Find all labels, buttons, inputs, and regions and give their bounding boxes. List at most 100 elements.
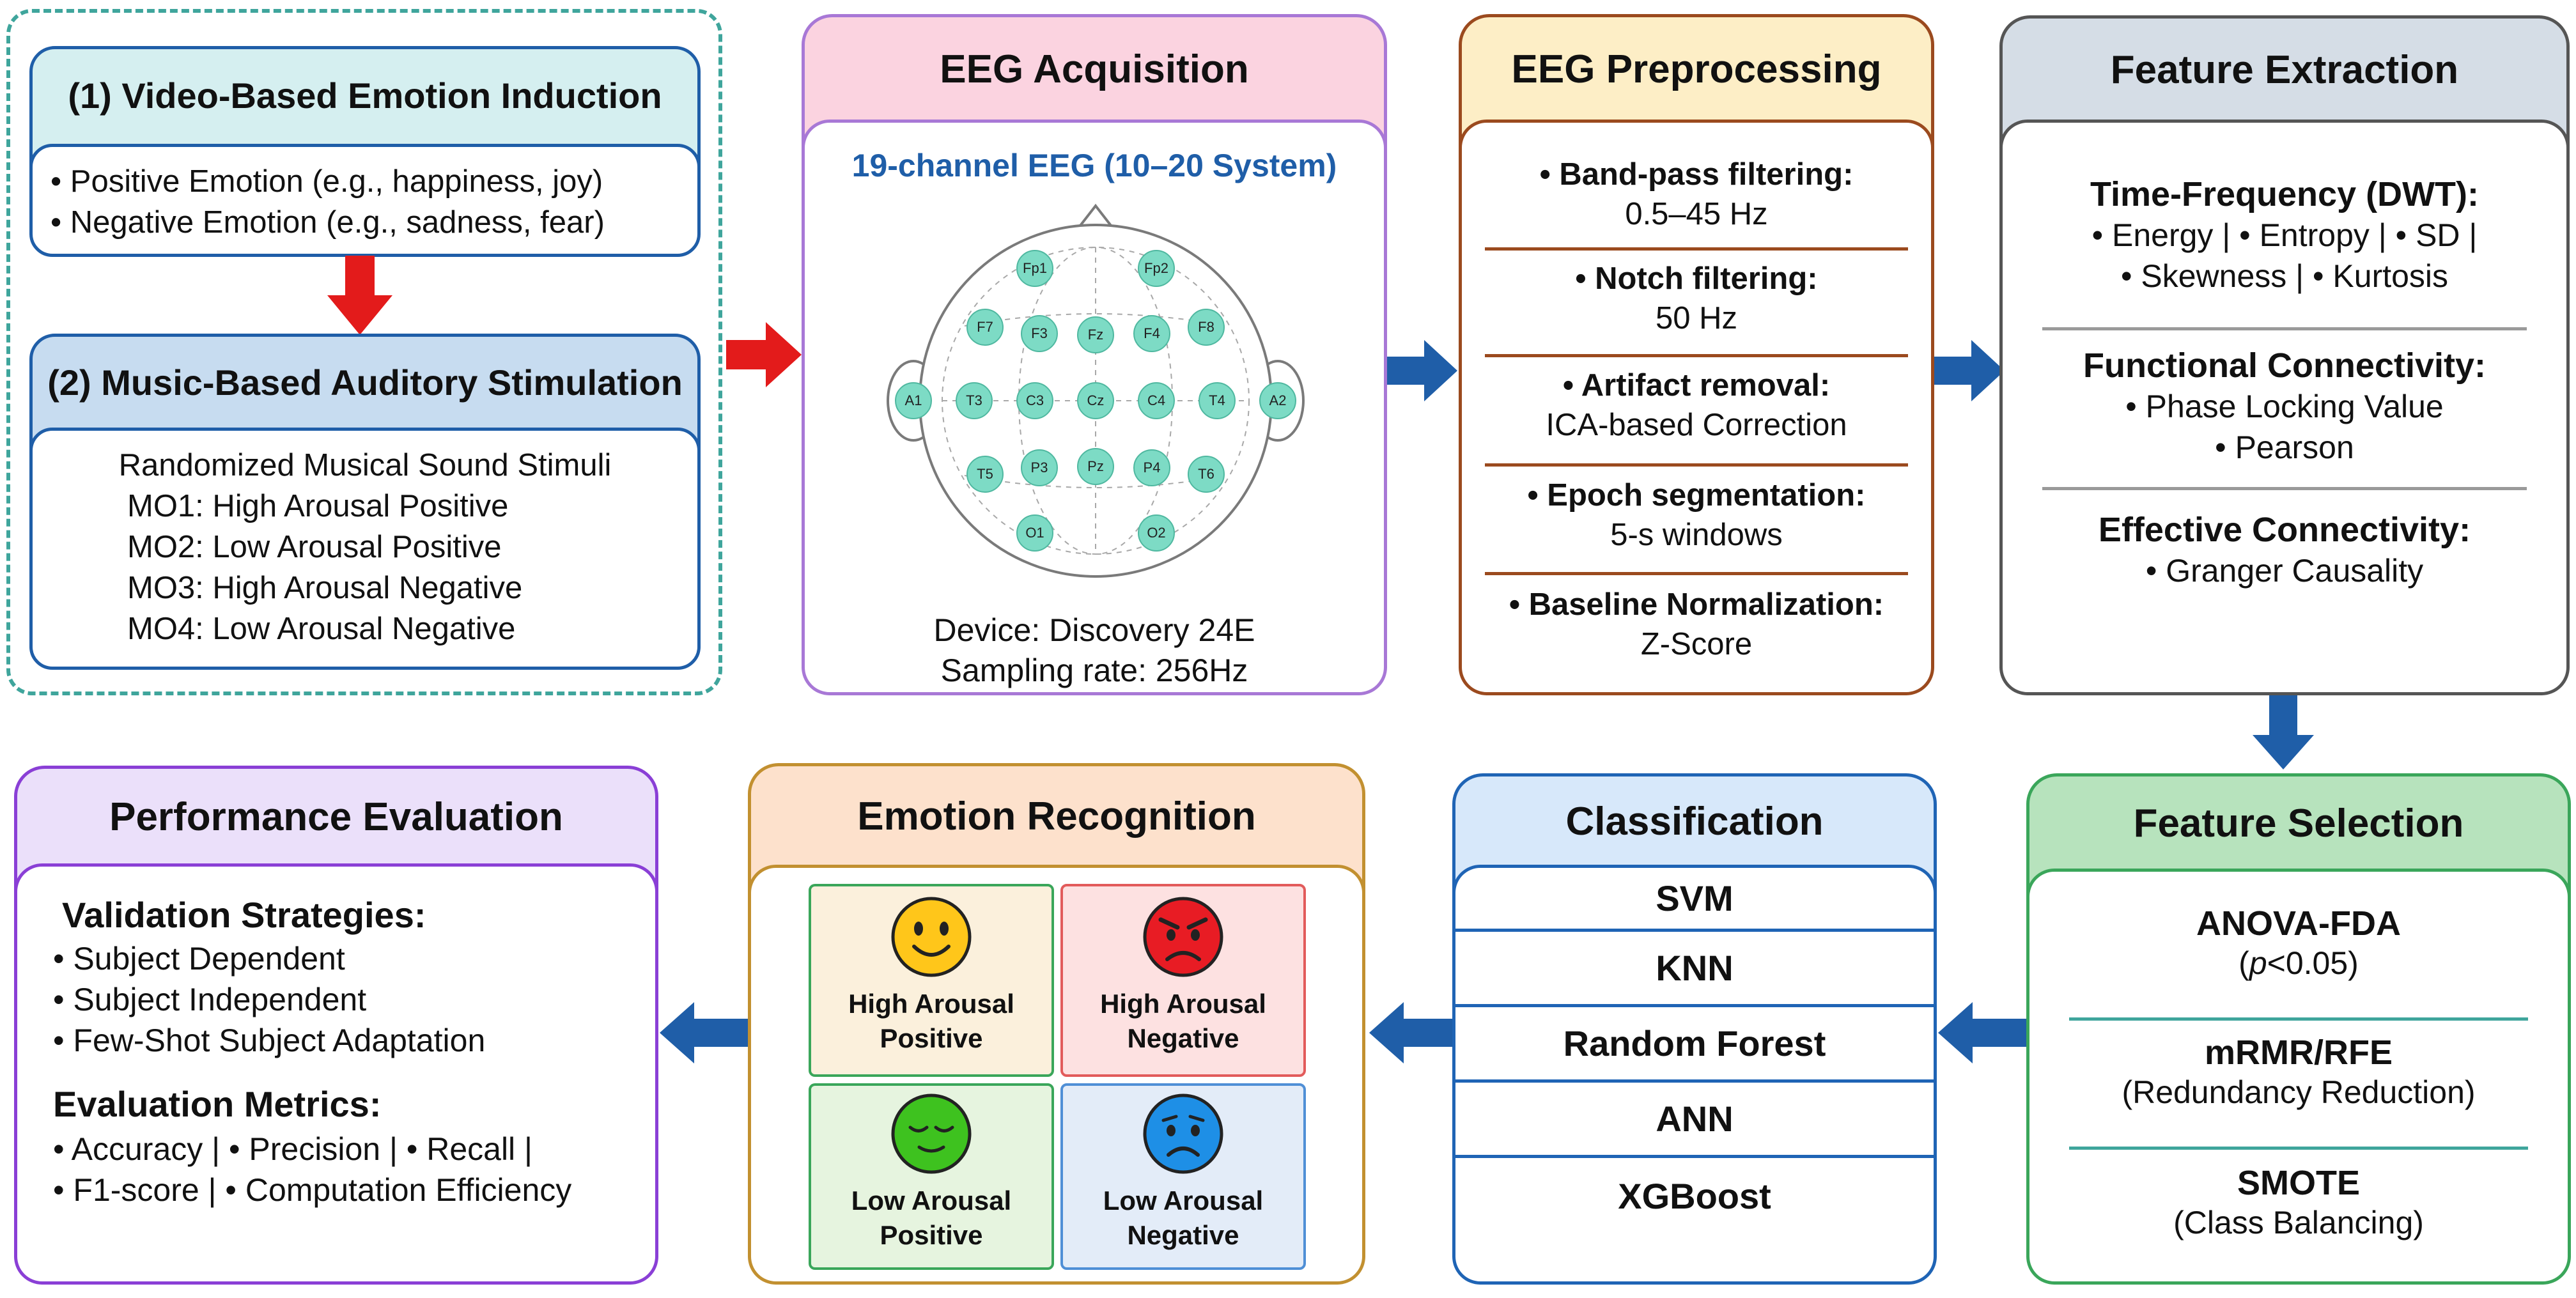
preprocessing-title: EEG Preprocessing [1511,47,1882,91]
emotion-label: Low Arousal [1103,1186,1264,1216]
electrode-t5: T5 [966,456,1004,493]
selection-divider [2069,1017,2528,1021]
prep-step-head: • Artifact removal: [1562,368,1831,403]
electrode-a1: A1 [895,382,932,419]
electrode-t6: T6 [1188,456,1225,493]
electrode-f4: F4 [1133,315,1170,352]
music-item: MO4: Low Arousal Negative [127,612,516,646]
classification-box: Classification SVM KNN Random Forest ANN… [1452,773,1937,1285]
right-arrow-icon [726,322,802,387]
induction-body: • Positive Emotion (e.g., happiness, joy… [29,144,701,257]
validation-item: • Subject Independent [53,982,367,1017]
prep-step-detail: 0.5–45 Hz [1625,197,1768,231]
emotion-high-arousal-negative: High Arousal Negative [1060,884,1306,1077]
recognition-title: Emotion Recognition [857,794,1256,838]
recognition-box: Emotion Recognition High Arousal Positiv… [748,763,1365,1285]
emotion-label: Low Arousal [851,1186,1012,1216]
prep-step-detail: 50 Hz [1655,301,1737,336]
prep-divider [1485,247,1908,251]
emotion-label: Positive [880,1023,983,1053]
emotion-label: High Arousal [1100,989,1266,1019]
selection-divider [2069,1147,2528,1150]
metrics-line: • F1-score | • Computation Efficiency [53,1172,572,1208]
extraction-divider [2042,487,2527,490]
electrode-c4: C4 [1138,382,1175,419]
acquisition-sampling: Sampling rate: 256Hz [940,653,1248,688]
electrode-f8: F8 [1188,309,1225,346]
electrode-f3: F3 [1021,315,1058,352]
classifier-random-forest: Random Forest [1455,1007,1934,1083]
induction-item: • Negative Emotion (e.g., sadness, fear) [50,205,605,240]
classification-title: Classification [1565,799,1824,844]
prep-step-detail: 5-s windows [1610,518,1783,552]
tf-line: • Energy | • Entropy | • SD | [2091,217,2478,253]
music-box: (2) Music-Based Auditory Stimulation Ran… [29,334,701,670]
metrics-head: Evaluation Metrics: [53,1084,382,1124]
metrics-list: • Accuracy | • Precision | • Recall | • … [53,1129,571,1210]
selection-box: Feature Selection ANOVA-FDA (p<0.05) mRM… [2026,773,2571,1285]
happy-face-icon [891,897,972,977]
selection-method-head: SMOTE [2237,1164,2360,1202]
right-arrow-icon [1934,340,2005,401]
evaluation-body: Validation Strategies: • Subject Depende… [14,863,658,1285]
music-body: Randomized Musical Sound Stimuli MO1: Hi… [29,428,701,670]
preprocessing-box: EEG Preprocessing • Band-pass filtering:… [1459,14,1934,695]
evaluation-title: Performance Evaluation [109,794,563,839]
prep-step: • Epoch segmentation: 5-s windows [1462,475,1931,555]
prep-step: • Artifact removal: ICA-based Correction [1462,366,1931,445]
down-arrow-icon [327,256,392,335]
electrode-fp1: Fp1 [1016,250,1053,287]
validation-list: • Subject Dependent • Subject Independen… [53,938,485,1061]
electrode-pz: Pz [1077,448,1114,485]
preprocessing-body: • Band-pass filtering: 0.5–45 Hz • Notch… [1459,120,1934,695]
left-arrow-icon [660,1002,748,1063]
prep-divider [1485,572,1908,575]
validation-head: Validation Strategies: [62,895,426,935]
prep-step: • Baseline Normalization: Z-Score [1462,585,1931,664]
prep-step-detail: ICA-based Correction [1546,408,1847,442]
selection-title: Feature Selection [2133,801,2464,846]
electrode-o2: O2 [1138,514,1175,552]
electrode-fz: Fz [1077,316,1114,353]
ec-head: Effective Connectivity: [2098,511,2471,549]
music-title: (2) Music-Based Auditory Stimulation [47,362,683,403]
validation-item: • Subject Dependent [53,941,345,977]
paren-open: ( [2238,945,2249,981]
validation-item: • Few-Shot Subject Adaptation [53,1023,486,1058]
tf-line: • Skewness | • Kurtosis [2120,258,2449,294]
sad-face-icon [1143,1093,1223,1174]
electrode-o1: O1 [1016,514,1053,552]
electrode-cz: Cz [1077,382,1114,419]
emotion-label: High Arousal [848,989,1014,1019]
classifier-knn: KNN [1455,932,1934,1007]
selection-method: ANOVA-FDA (p<0.05) [2029,904,2568,983]
extraction-title: Feature Extraction [2110,47,2459,92]
electrode-f7: F7 [966,309,1004,346]
selection-method-head: ANOVA-FDA [2196,904,2401,943]
selection-method-detail: (Redundancy Reduction) [2122,1074,2476,1110]
emotion-label: Negative [1127,1220,1239,1250]
classification-body: SVM KNN Random Forest ANN XGBoost [1452,865,1937,1285]
down-arrow-icon [2253,695,2314,769]
prep-step-detail: Z-Score [1640,627,1753,661]
evaluation-box: Performance Evaluation Validation Strate… [14,766,658,1285]
left-arrow-icon [1369,1002,1452,1063]
fc-head: Functional Connectivity: [2083,346,2487,385]
prep-divider [1485,463,1908,467]
left-arrow-icon [1938,1002,2026,1063]
electrode-p4: P4 [1133,449,1170,486]
electrode-t4: T4 [1199,382,1236,419]
prep-step: • Notch filtering: 50 Hz [1462,259,1931,338]
recognition-body: High Arousal Positive High Arousal Negat… [748,865,1365,1285]
emotion-label: Positive [880,1220,983,1250]
prep-step: • Band-pass filtering: 0.5–45 Hz [1462,155,1931,234]
acquisition-box: EEG Acquisition 19-channel EEG (10–20 Sy… [802,14,1387,695]
emotion-low-arousal-positive: Low Arousal Positive [809,1083,1054,1270]
right-arrow-icon [1387,340,1457,401]
selection-method-detail: (p<0.05) [2029,943,2568,983]
ec-section: Effective Connectivity: • Granger Causal… [2003,509,2566,591]
acquisition-subtitle: 19-channel EEG (10–20 System) [851,148,1337,183]
music-item: MO3: High Arousal Negative [127,571,523,605]
